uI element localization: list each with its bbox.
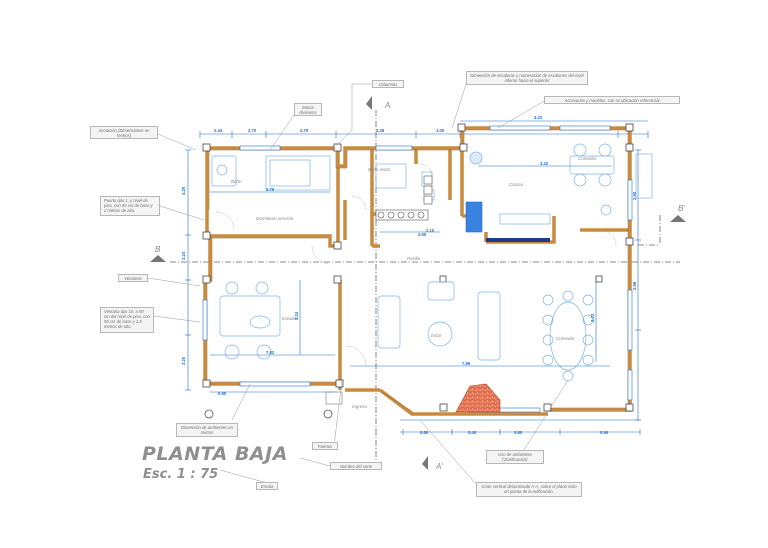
room-comedor: Comedor (556, 336, 575, 341)
room-ingreso: Ingreso (352, 404, 368, 409)
dim-left: 3.24 (181, 251, 186, 260)
entry-step (325, 391, 343, 405)
dim-top: 2.38 (376, 128, 385, 133)
furniture (211, 143, 653, 382)
room-labels: Baño Dormitorio servicio Baño visita Coc… (231, 156, 597, 409)
callout-acotacion: Acotación (Dimensiones en metros) (90, 126, 158, 139)
dim-inner: 3.42 (540, 161, 549, 166)
dim-inner: 7.82 (266, 350, 275, 355)
callout-puertas: Puertas (312, 442, 338, 450)
callout-ventanas: Ventanas (118, 274, 148, 282)
dim-bottom: 0.80 (514, 430, 523, 435)
site-marker (204, 409, 214, 419)
windows (202, 125, 633, 413)
room-dormitorio-servicio: Dormitorio servicio (256, 216, 294, 221)
dim-right: 2.90 (632, 191, 637, 200)
stairs (375, 175, 433, 221)
dim-left: 3.20 (181, 356, 186, 365)
room-estar: Estar (431, 333, 442, 338)
callout-nombre-corte: Nombre del corte (330, 462, 382, 470)
dim-bottom: 0.90 (218, 391, 227, 396)
callout-uso-ambientes: Uso de ambientes (Zonificación) (486, 450, 544, 464)
dim-bottom: 0.80 (420, 430, 429, 435)
dim-top: 1.00 (436, 128, 445, 133)
callout-accesorios: Accesorios y muebles, con su ubicación r… (544, 96, 680, 104)
dim-bottom: 0.40 (468, 430, 477, 435)
kitchen-counter (486, 238, 550, 242)
dim-top: 2.70 (248, 128, 257, 133)
section-label-b: B (155, 245, 161, 254)
plan-scale: Esc. 1 : 75 (143, 467, 219, 482)
dim-top: 2.79 (300, 128, 309, 133)
section-arrow-b-prime (670, 215, 686, 222)
dim-top: 2.44 (214, 128, 223, 133)
columns (202, 123, 634, 412)
dim-right: 2.96 (632, 281, 637, 290)
site-marker (323, 409, 333, 419)
callout-columnas: Columnas (372, 80, 404, 88)
section-arrow-a-prime (422, 456, 428, 470)
room-pasillo: Pasillo (407, 256, 421, 261)
dim-inner: 2.79 (266, 187, 275, 192)
dim-bottom: 0.90 (600, 430, 609, 435)
section-label-a: A (384, 101, 390, 110)
callout-escaleras: Dimensión de escaleras y numeración de e… (466, 71, 588, 85)
dim-left: 4.25 (181, 186, 186, 195)
plan-title: PLANTA BAJA (142, 443, 288, 465)
callout-ventana-tipo: Ventana tipo 10, a 90 cm del nivel de pi… (100, 307, 154, 333)
dimension-lines (185, 120, 649, 435)
section-label-b-prime: B' (678, 204, 685, 213)
dimension-texts: 2.44 2.70 2.79 2.38 1.00 4.22 4.25 3.24 … (181, 115, 637, 435)
section-arrow-a (366, 96, 372, 110)
door-swings (215, 163, 617, 367)
section-arrow-b (150, 255, 166, 262)
dim-inner: 7.86 (462, 361, 471, 366)
room-estudio: Estudio (282, 316, 298, 321)
fireplace-brick (455, 383, 501, 413)
dim-inner: 2.90 (418, 232, 427, 237)
callout-puerta: Puerta tipo 1, y nivel de piso, con 90 c… (100, 196, 160, 216)
callout-muros: Muros divisorios (294, 103, 322, 116)
dim-inner: 2.10 (426, 228, 435, 233)
room-cocina: Cocina (509, 182, 524, 187)
section-lines (170, 110, 680, 470)
room-bano-visita: Baño visita (368, 167, 391, 172)
callout-corte-vertical: Corte vertical denominado A-A, sobre el … (476, 482, 582, 497)
kitchen-sink (465, 201, 483, 233)
section-markers (150, 96, 686, 470)
dim-inner: 3.24 (294, 311, 299, 320)
callout-dimension-ambientes: Dimensión de ambientes en metros (176, 423, 238, 437)
dim-top: 4.22 (534, 115, 543, 120)
callout-leaders (147, 77, 569, 487)
callout-escala: Escala (256, 482, 278, 490)
room-bano: Baño (231, 179, 242, 184)
section-label-a-prime: A' (435, 462, 443, 471)
dim-inner: 2.03 (590, 313, 595, 322)
room-comedor-diario: Comedor (578, 156, 597, 161)
